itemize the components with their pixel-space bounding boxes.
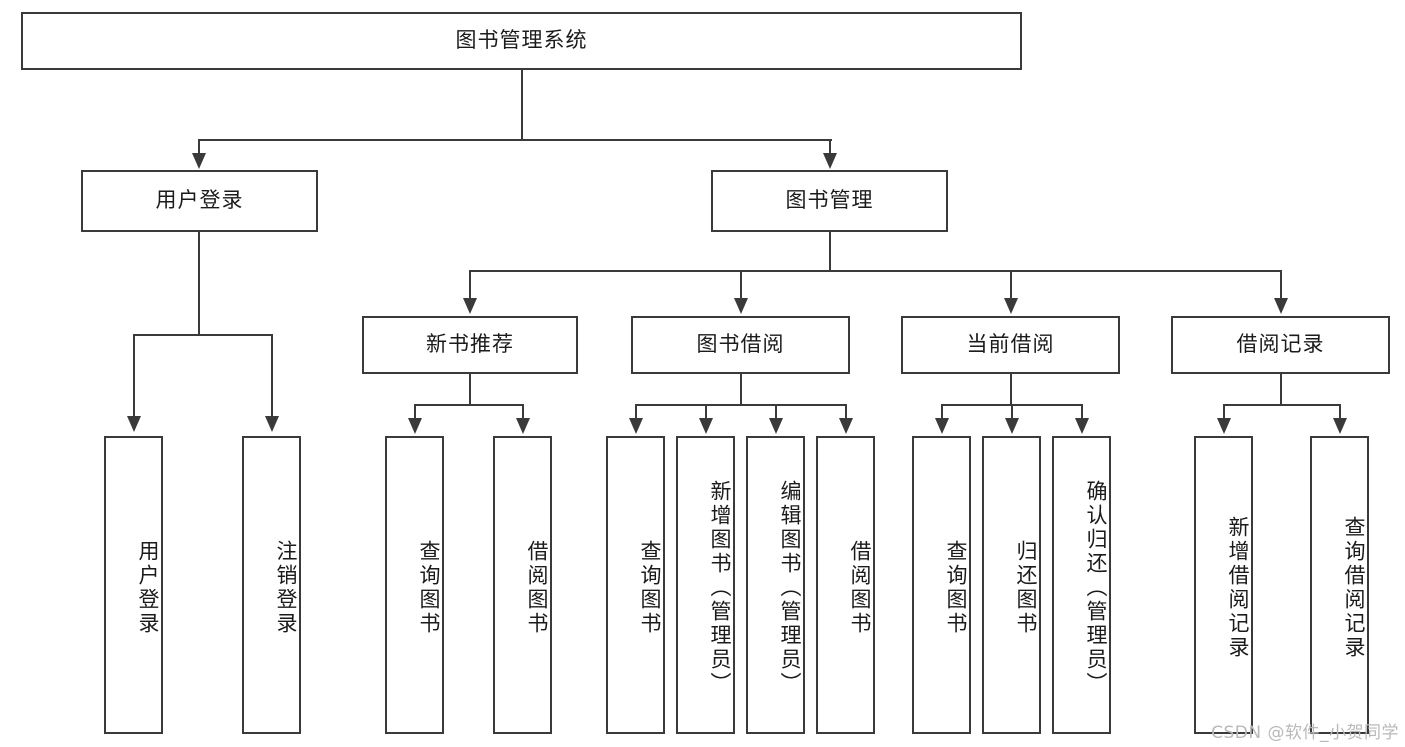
leaf-book-borrow-query-book[interactable]: 查询图书 (606, 436, 665, 734)
node-label: 当前借阅 (966, 332, 1055, 357)
connector-current-borrow-to-leaf-3 (1081, 404, 1083, 420)
node-current-borrow[interactable]: 当前借阅 (901, 316, 1120, 374)
arrow-root-to-user-login (192, 153, 206, 169)
connector-book-manage-to-current-borrow (1010, 270, 1012, 300)
connector-book-borrow-to-leaf-2 (705, 404, 707, 420)
arrow-book-borrow-to-leaf-2 (699, 418, 713, 434)
arrow-root-to-book-manage (823, 153, 837, 169)
node-user-login[interactable]: 用户登录 (81, 170, 318, 232)
leaf-borrow-record-query-record[interactable]: 查询借阅记录 (1310, 436, 1369, 734)
connector-book-manage-to-book-borrow (740, 270, 742, 300)
connector-book-borrow-to-leaf-4 (845, 404, 847, 420)
leaf-borrow-record-add-record[interactable]: 新增借阅记录 (1194, 436, 1253, 734)
connector-user-login-to-leaf-2 (271, 334, 273, 418)
arrow-book-manage-to-book-borrow (734, 298, 748, 314)
connector-book-borrow-stem (740, 374, 742, 406)
leaf-user-login-logout[interactable]: 注销登录 (242, 436, 301, 734)
node-label: 查询借阅记录 (1342, 516, 1366, 660)
connector-current-borrow-to-leaf-1 (941, 404, 943, 420)
connector-root-bus (198, 139, 832, 141)
leaf-new-book-query-book[interactable]: 查询图书 (385, 436, 444, 734)
arrow-book-manage-to-current-borrow (1004, 298, 1018, 314)
node-new-book-recommend[interactable]: 新书推荐 (362, 316, 578, 374)
leaf-current-borrow-confirm-return-admin[interactable]: 确认归还（管理员） (1052, 436, 1111, 734)
node-label: 用户登录 (155, 188, 244, 213)
connector-book-borrow-bus (635, 404, 845, 406)
connector-book-manage-to-new-book (469, 270, 471, 300)
connector-current-borrow-stem (1010, 374, 1012, 406)
leaf-new-book-borrow-book[interactable]: 借阅图书 (493, 436, 552, 734)
connector-user-login-stem (198, 232, 200, 336)
arrow-book-manage-to-borrow-record (1274, 298, 1288, 314)
node-label: 新增借阅记录 (1226, 516, 1250, 660)
connector-new-book-bus (414, 404, 524, 406)
connector-root-stem (521, 70, 523, 140)
leaf-current-borrow-query-book[interactable]: 查询图书 (912, 436, 971, 734)
connector-book-manage-bus (469, 270, 1281, 272)
node-label: 编辑图书（管理员） (778, 480, 802, 696)
node-label: 新书推荐 (426, 332, 514, 357)
node-label: 图书借阅 (696, 332, 785, 357)
connector-book-manage-to-borrow-record (1280, 270, 1282, 300)
arrow-current-borrow-to-leaf-1 (935, 418, 949, 434)
node-label: 借阅图书 (525, 540, 549, 636)
leaf-user-login-login[interactable]: 用户登录 (104, 436, 163, 734)
node-label: 新增图书（管理员） (708, 480, 732, 696)
connector-borrow-record-bus (1223, 404, 1339, 406)
arrow-user-login-to-leaf-2 (265, 416, 279, 432)
node-label: 查询图书 (944, 540, 968, 636)
connector-root-to-user-login (198, 139, 200, 157)
node-label: 借阅记录 (1236, 332, 1325, 357)
arrow-borrow-record-to-leaf-1 (1217, 418, 1231, 434)
leaf-book-borrow-edit-book-admin[interactable]: 编辑图书（管理员） (746, 436, 805, 734)
node-label: 用户登录 (136, 540, 160, 636)
arrow-book-borrow-to-leaf-3 (769, 418, 783, 434)
node-label: 查询图书 (417, 540, 441, 636)
leaf-current-borrow-return-book[interactable]: 归还图书 (982, 436, 1041, 734)
arrow-book-borrow-to-leaf-4 (839, 418, 853, 434)
node-root-book-management-system[interactable]: 图书管理系统 (21, 12, 1022, 70)
node-label: 借阅图书 (848, 540, 872, 636)
node-book-management[interactable]: 图书管理 (711, 170, 948, 232)
leaf-book-borrow-add-book-admin[interactable]: 新增图书（管理员） (676, 436, 735, 734)
node-label: 注销登录 (274, 540, 298, 636)
arrow-new-book-to-leaf-2 (516, 418, 530, 434)
arrow-current-borrow-to-leaf-2 (1005, 418, 1019, 434)
connector-new-book-to-leaf-2 (522, 404, 524, 420)
node-label: 图书管理系统 (455, 28, 588, 53)
arrow-book-borrow-to-leaf-1 (629, 418, 643, 434)
arrow-book-manage-to-new-book (463, 298, 477, 314)
connector-borrow-record-to-leaf-1 (1223, 404, 1225, 420)
connector-current-borrow-to-leaf-2 (1011, 404, 1013, 420)
node-label: 归还图书 (1014, 540, 1038, 636)
connector-root-to-book-manage (829, 139, 831, 157)
connector-book-manage-stem (829, 232, 831, 272)
node-borrow-record[interactable]: 借阅记录 (1171, 316, 1390, 374)
arrow-borrow-record-to-leaf-2 (1333, 418, 1347, 434)
leaf-book-borrow-borrow-book[interactable]: 借阅图书 (816, 436, 875, 734)
connector-borrow-record-to-leaf-2 (1339, 404, 1341, 420)
node-label: 查询图书 (638, 540, 662, 636)
connector-book-borrow-to-leaf-3 (775, 404, 777, 420)
node-label: 确认归还（管理员） (1084, 480, 1108, 696)
connector-book-borrow-to-leaf-1 (635, 404, 637, 420)
arrow-user-login-to-leaf-1 (127, 416, 141, 432)
connector-user-login-bus (133, 334, 273, 336)
arrow-new-book-to-leaf-1 (408, 418, 422, 434)
connector-new-book-stem (469, 374, 471, 406)
arrow-current-borrow-to-leaf-3 (1075, 418, 1089, 434)
node-label: 图书管理 (785, 188, 874, 213)
connector-borrow-record-stem (1280, 374, 1282, 406)
node-book-borrow[interactable]: 图书借阅 (631, 316, 850, 374)
connector-user-login-to-leaf-1 (133, 334, 135, 418)
connector-new-book-to-leaf-1 (414, 404, 416, 420)
